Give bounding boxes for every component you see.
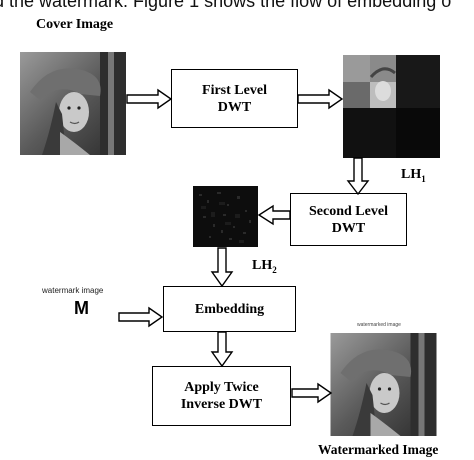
- lh1-subscript: 1: [421, 173, 426, 184]
- arrow-inverse-dwt-to-watermarked: [291, 382, 333, 404]
- watermarked-image-caption: watermarked image: [357, 322, 401, 328]
- watermark-image-label: watermark image: [42, 286, 104, 295]
- arrow-decomposition-to-second-dwt: [346, 157, 370, 196]
- watermarked-image-label: Watermarked Image: [318, 442, 439, 457]
- lh1-label: LH1: [401, 167, 426, 184]
- arrow-embedding-to-inverse-dwt: [210, 331, 234, 368]
- first-level-dwt-line-2: DWT: [217, 99, 252, 115]
- lh2-subscript: 2: [272, 264, 277, 275]
- apply-twice-line-2: Inverse DWT: [180, 397, 263, 412]
- arrow-cover-to-first-dwt: [126, 88, 173, 110]
- arrow-lh2-to-embedding: [210, 247, 234, 288]
- second-level-dwt-line-1: Second Level: [309, 203, 388, 219]
- embedding-box: Embedding: [163, 286, 296, 332]
- first-level-dwt-image: [343, 55, 440, 158]
- arrow-watermark-to-embedding: [118, 306, 164, 328]
- lh2-main: LH: [252, 258, 273, 273]
- watermark-glyph: M: [74, 298, 89, 318]
- lh2-label: LH2: [252, 258, 277, 275]
- arrow-first-dwt-to-decomposition: [297, 88, 344, 110]
- second-level-dwt-line-2: DWT: [331, 220, 366, 236]
- second-level-dwt-box: Second Level DWT: [290, 193, 407, 246]
- embedding-label: Embedding: [194, 301, 265, 317]
- arrow-second-dwt-to-lh2: [257, 204, 291, 226]
- apply-twice-line-1: Apply Twice: [184, 380, 259, 395]
- cover-image-label: Cover Image: [36, 17, 114, 32]
- cover-image: [20, 52, 126, 155]
- first-level-dwt-line-1: First Level: [202, 82, 267, 98]
- header-text-line: d the watermark. Figure 1 shows the flow…: [0, 0, 452, 11]
- lh2-subband-image: [193, 186, 258, 247]
- lh1-main: LH: [401, 167, 422, 182]
- watermarked-image: [330, 333, 437, 436]
